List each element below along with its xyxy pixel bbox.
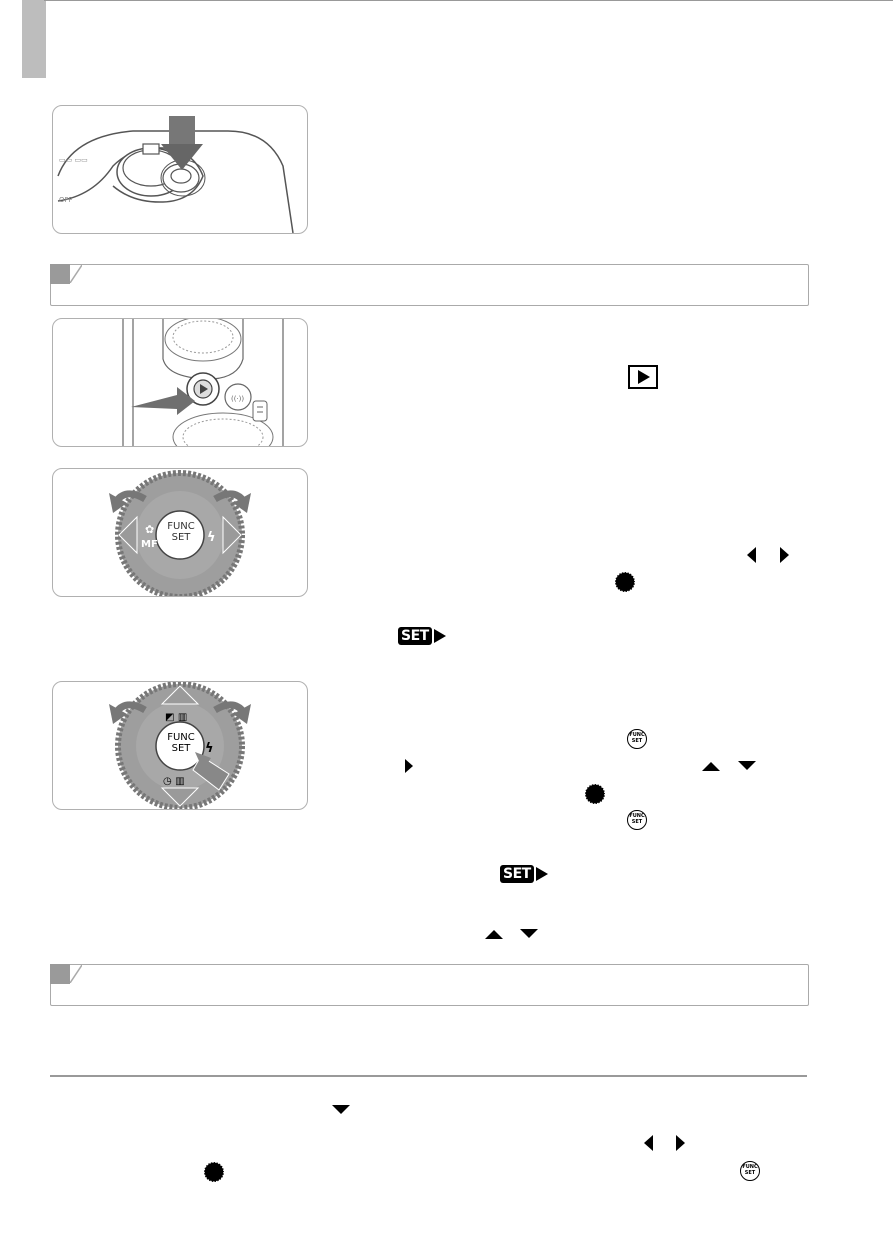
shutter-illustration: ▭▭ ▭▭ OFF xyxy=(52,105,308,234)
control-dial-illustration: ✿ MF ϟ FUNC SET xyxy=(52,468,308,597)
set-line: SET xyxy=(631,737,643,744)
control-dial-icon: ✿ MF ϟ xyxy=(109,470,251,596)
control-dial-icon xyxy=(584,783,606,805)
func-line: FUNC xyxy=(629,813,645,819)
func-set-button-icon: FUNC SET xyxy=(740,1161,760,1181)
right-triangle-icon xyxy=(535,867,548,881)
control-dial-icon xyxy=(203,1161,225,1183)
svg-text:◷ ▥: ◷ ▥ xyxy=(163,776,185,787)
section-corner xyxy=(70,265,82,283)
section-header xyxy=(50,964,809,1006)
dial-label-func: FUNC xyxy=(167,521,195,532)
playback-button-icon: ((·)) xyxy=(122,319,284,446)
down-arrow-icon xyxy=(332,1105,350,1114)
svg-text:ϟ: ϟ xyxy=(207,530,216,545)
func-set-button-icon: FUNC SET xyxy=(627,810,647,830)
set-label: SET xyxy=(398,627,432,645)
svg-text:OFF: OFF xyxy=(59,196,73,204)
control-dial-icon: ◩ ▥ ◷ ▥ ϟ xyxy=(109,682,251,809)
set-arrow-icon: SET xyxy=(398,627,448,645)
dial-func-label: FUNC SET xyxy=(161,732,201,754)
shutter-button-icon: ▭▭ ▭▭ OFF xyxy=(57,116,294,233)
control-dial-icon xyxy=(614,571,636,593)
svg-text:✿: ✿ xyxy=(145,523,154,536)
section-divider xyxy=(50,1075,807,1077)
right-triangle-icon xyxy=(433,629,446,643)
left-arrow-icon xyxy=(747,547,756,563)
set-label: SET xyxy=(500,865,534,883)
func-line: FUNC xyxy=(742,1164,758,1170)
svg-text:ϟ: ϟ xyxy=(205,741,214,756)
up-arrow-icon xyxy=(702,762,720,771)
right-arrow-icon xyxy=(780,547,789,563)
dial-label-set: SET xyxy=(171,532,191,543)
page-edge-tab xyxy=(22,0,46,78)
right-arrow-icon xyxy=(405,759,413,773)
func-line: FUNC xyxy=(629,732,645,738)
dial-label-func: FUNC xyxy=(167,732,195,743)
set-arrow-icon: SET xyxy=(500,865,550,883)
dial-label-set: SET xyxy=(171,743,191,754)
section-corner xyxy=(70,965,82,983)
svg-text:◩ ▥: ◩ ▥ xyxy=(165,712,187,723)
svg-text:((·)): ((·)) xyxy=(231,395,244,403)
playback-illustration: ((·)) xyxy=(52,318,308,447)
section-header xyxy=(50,264,809,306)
down-arrow-icon xyxy=(520,929,538,938)
svg-text:MF: MF xyxy=(141,539,158,550)
up-arrow-icon xyxy=(485,930,503,939)
svg-text:▭▭ ▭▭: ▭▭ ▭▭ xyxy=(59,156,88,164)
left-arrow-icon xyxy=(644,1135,653,1151)
section-marker xyxy=(50,964,70,984)
set-line: SET xyxy=(744,1169,756,1176)
right-arrow-icon xyxy=(676,1135,685,1151)
section-marker xyxy=(50,264,70,284)
down-arrow-icon xyxy=(738,761,756,770)
control-dial-press-illustration: ◩ ▥ ◷ ▥ ϟ FUNC SET xyxy=(52,681,308,810)
set-line: SET xyxy=(631,818,643,825)
dial-func-label: FUNC SET xyxy=(161,521,201,543)
top-rule xyxy=(44,0,893,1)
play-button-icon xyxy=(628,365,658,389)
func-set-button-icon: FUNC SET xyxy=(627,729,647,749)
